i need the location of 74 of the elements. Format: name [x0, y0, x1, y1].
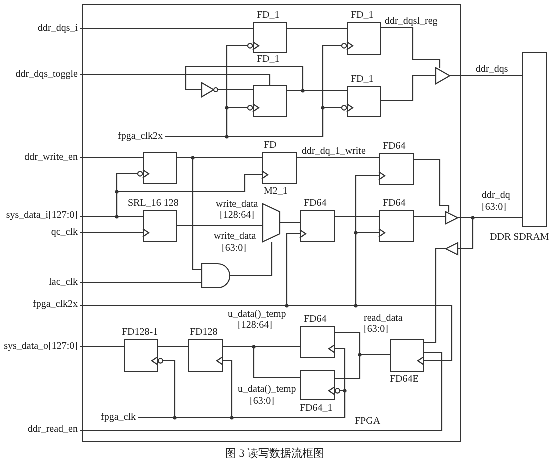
wire: [287, 28, 347, 30]
bus-label: ddr_dqsl_reg: [385, 16, 438, 27]
block-label: FD_1: [351, 74, 374, 85]
signal-name: fpga_clk2x: [33, 299, 78, 310]
block-label: FD_1: [257, 10, 280, 21]
signal-name: sys_data_i[127:0]: [6, 210, 78, 221]
block-label: FD64: [304, 198, 327, 209]
block-label: DDR SDRAM: [490, 232, 550, 243]
bus-label: ddr_dq: [482, 190, 510, 201]
signal-name: ddr_write_en: [24, 152, 78, 163]
wire: [450, 75, 522, 77]
bus-label: [128:64]: [238, 320, 272, 331]
bus-label: [128:64]: [220, 210, 254, 221]
wire: [280, 222, 300, 224]
wire: [177, 157, 202, 271]
wire: [80, 170, 269, 218]
figure-caption: 图 3 读写数据流框图: [224, 449, 326, 460]
block-label: M2_1: [264, 186, 288, 197]
bus-label: write_data: [214, 231, 256, 242]
signal-name: sys_data_o[127:0]: [4, 341, 78, 352]
wire: [458, 217, 522, 250]
bus-label: ddr_dq_1_write: [302, 146, 366, 157]
wire: [230, 242, 273, 277]
wire: [223, 346, 300, 379]
wire: [80, 305, 453, 366]
wire: [80, 157, 143, 159]
signal-name: lac_clk: [49, 277, 78, 288]
bus-label: [63:0]: [222, 243, 246, 254]
block-label: FD_1: [257, 54, 280, 65]
signal-name: qc_clk: [51, 227, 78, 238]
wire: [80, 346, 124, 348]
block-label: FD_1: [351, 10, 374, 21]
wire: [158, 346, 188, 348]
bus-label: [63:0]: [250, 396, 274, 407]
bus-label: u_data()_temp: [228, 309, 286, 320]
wire: [177, 225, 263, 227]
bus-label: [63:0]: [364, 324, 388, 335]
bus-label: ddr_dqs: [476, 64, 508, 75]
wire: [414, 159, 450, 212]
block-label: SRL_16 128: [128, 198, 179, 209]
block-label: FD64E: [390, 374, 419, 385]
wire: [185, 66, 304, 92]
bus-label: write_data: [216, 199, 258, 210]
wire: [335, 216, 379, 218]
wire: [414, 216, 446, 218]
bus-label: u_data()_temp: [238, 384, 296, 395]
wire: [80, 28, 253, 30]
wire: [424, 248, 446, 344]
block-label: FD64: [383, 141, 406, 152]
block-label: FD64_1: [300, 403, 333, 414]
wire: [80, 228, 150, 238]
signal-name: fpga_clk: [101, 412, 136, 423]
block-label: FD: [264, 140, 277, 151]
block-label: FD64: [304, 314, 327, 325]
wire: [80, 74, 271, 85]
wire: [138, 386, 346, 419]
wire: [335, 354, 390, 380]
signal-name: ddr_dqs_i: [38, 23, 78, 34]
wire: [381, 27, 441, 68]
signal-name: fpga_clk2x: [118, 131, 163, 142]
wire: [218, 89, 253, 91]
wire: [165, 103, 354, 138]
bus-label: [63:0]: [482, 202, 506, 213]
wire: [381, 75, 436, 102]
block-label: FD64: [383, 198, 406, 209]
wire: [297, 157, 379, 159]
block-label: FPGA: [355, 416, 381, 427]
signal-name: ddr_read_en: [28, 424, 78, 435]
block-label: FD128: [190, 327, 218, 338]
wire: [80, 282, 202, 284]
bus-label: read_data: [364, 313, 403, 324]
wire: [80, 352, 443, 432]
signal-name: ddr_dqs_toggle: [16, 69, 78, 80]
block-label: FD128-1: [122, 327, 158, 338]
